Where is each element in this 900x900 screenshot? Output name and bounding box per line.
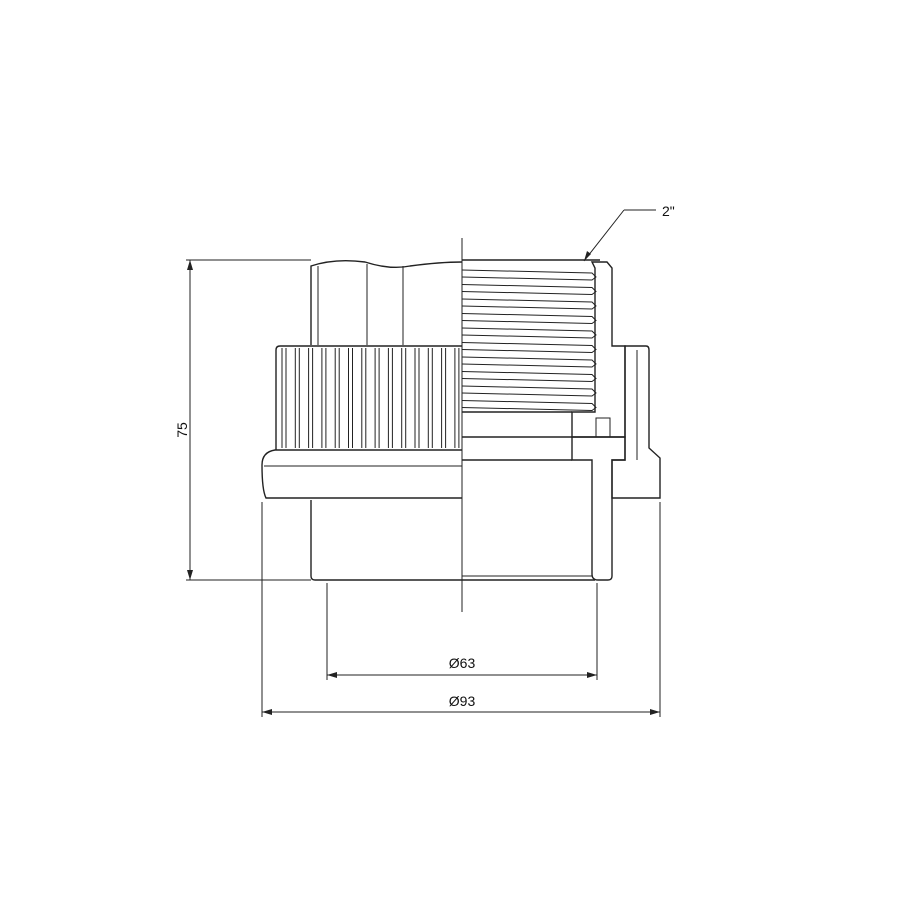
thread-line: [461, 385, 597, 397]
pp-insert-section: [571, 436, 626, 581]
thread-line: [461, 313, 597, 325]
male-thread-section: [461, 259, 626, 438]
hex-body: [310, 259, 463, 345]
thread-callout: 2": [583, 203, 675, 262]
inner-diameter-dimension: Ø63: [326, 583, 598, 680]
thread-line: [461, 269, 597, 281]
knurled-union-nut: [275, 345, 661, 499]
thread-line: [461, 284, 597, 296]
thread-line: [461, 298, 597, 310]
outer-diameter-dimension: Ø93: [261, 502, 661, 717]
height-dimension: 75: [174, 259, 311, 581]
thread-line: [461, 342, 597, 354]
thread-line: [461, 327, 597, 339]
socket-body: [310, 500, 595, 581]
collar: [261, 436, 572, 499]
thread-size-label: 2": [662, 203, 675, 219]
thread-line: [461, 400, 597, 412]
thread-line: [461, 356, 597, 368]
inner-diameter-label: Ø63: [449, 655, 476, 671]
height-label: 75: [174, 422, 190, 438]
thread-line: [461, 371, 597, 383]
outer-diameter-label: Ø93: [449, 693, 476, 709]
